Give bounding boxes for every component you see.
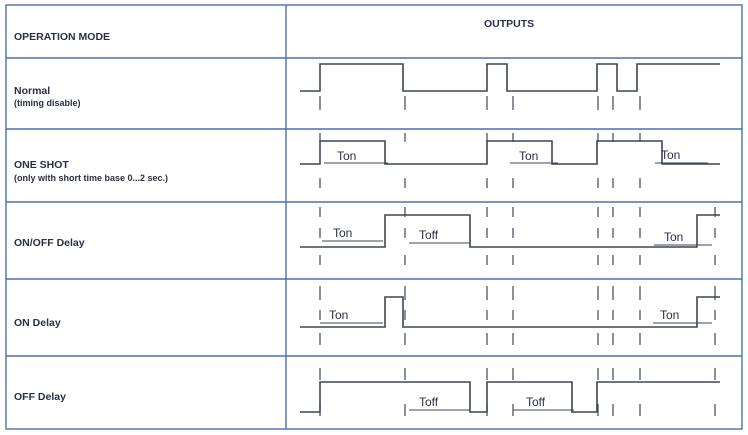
interval-label-ton: Ton	[661, 148, 680, 162]
waveforms	[300, 63, 720, 413]
table-border	[5, 4, 743, 430]
interval-labels: Ton Ton Ton Ton Toff Ton Ton Ton Toff To…	[329, 148, 683, 409]
interval-label-ton: Ton	[519, 149, 538, 163]
event-ticks	[319, 96, 716, 416]
output-waveform	[300, 296, 720, 328]
mode-subtitle-normal: (timing disable)	[14, 98, 81, 108]
interval-label-ton: Ton	[333, 226, 352, 240]
table-grid	[5, 4, 743, 430]
operation-mode-header: OPERATION MODE	[14, 31, 110, 43]
interval-label-ton: Ton	[664, 230, 683, 244]
mode-name-normal: Normal	[14, 85, 50, 97]
interval-label-toff: Toff	[419, 395, 439, 409]
mode-name-off-delay: OFF Delay	[14, 391, 66, 403]
output-waveform	[300, 381, 720, 413]
mode-name-one-shot: ONE SHOT	[14, 159, 69, 171]
output-waveform	[300, 140, 720, 165]
outputs-header: OUTPUTS	[484, 18, 534, 30]
output-waveform	[300, 63, 720, 92]
interval-label-ton: Ton	[329, 308, 348, 322]
mode-subtitle-one-shot: (only with short time base 0...2 sec.)	[14, 173, 168, 183]
interval-label-ton: Ton	[337, 149, 356, 163]
interval-label-toff: Toff	[526, 395, 546, 409]
mode-name-on-delay: ON Delay	[14, 317, 61, 329]
interval-label-ton: Ton	[660, 308, 679, 322]
interval-arrows	[320, 162, 712, 411]
mode-name-on-off-delay: ON/OFF Delay	[14, 237, 85, 249]
output-waveform	[300, 214, 720, 248]
interval-label-toff: Toff	[419, 228, 439, 242]
